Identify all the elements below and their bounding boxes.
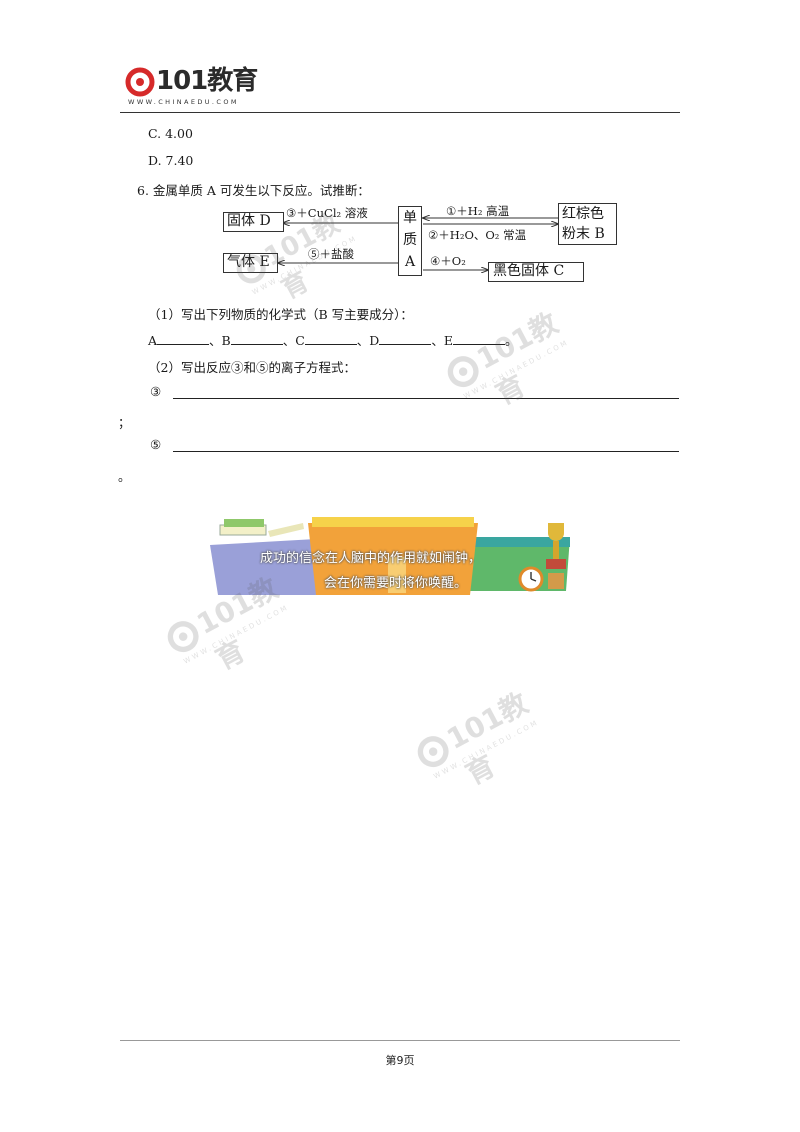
header-logo: 101教育 WWW.CHINAEDU.COM	[120, 58, 260, 110]
part2-prompt: （2）写出反应③和⑤的离子方程式：	[148, 360, 356, 375]
reaction-1-label: ①＋H₂ 高温	[446, 204, 510, 218]
reaction-arrows	[220, 203, 620, 287]
banner-line-1: 成功的信念在人脑中的作用就如闹钟，	[260, 551, 482, 566]
mark-5: ⑤	[150, 437, 162, 452]
box-black-c: 黑色固体 C	[488, 262, 584, 282]
label-d: 、D	[356, 333, 380, 348]
motivation-banner: 成功的信念在人脑中的作用就如闹钟， 会在你需要时将你唤醒。	[208, 515, 578, 597]
watermark-ring-icon	[417, 736, 449, 768]
watermark-ring-icon	[447, 356, 479, 388]
answer-line-3[interactable]	[173, 398, 679, 399]
reaction-5-label: ⑤＋盐酸	[308, 247, 354, 261]
question-title: 6. 金属单质 A 可发生以下反应。试推断：	[137, 183, 370, 198]
option-c: C. 4.00	[148, 126, 193, 141]
box-metal-a-char-3: A	[404, 254, 416, 270]
watermark-3: 101教育 WWW.CHINAEDU.COM	[157, 554, 322, 686]
blank-c[interactable]	[304, 332, 357, 345]
page-number: 第9页	[385, 1054, 415, 1067]
box-gas-e: 气体 E	[223, 253, 278, 273]
reaction-4-label: ④＋O₂	[430, 254, 466, 268]
reaction-diagram: 固体 D 气体 E 单 质 A 红棕色 粉末 B 黑色固体 C ③＋CuCl₂ …	[220, 203, 620, 287]
logo-text: 101教育	[156, 66, 258, 96]
box-solid-d: 固体 D	[223, 212, 284, 232]
end-period: 。	[118, 469, 131, 484]
watermark-text: 101教育	[441, 686, 534, 792]
watermark-2: 101教育 WWW.CHINAEDU.COM	[437, 289, 602, 421]
blank-a[interactable]	[157, 332, 210, 345]
banner-illustration	[210, 517, 570, 595]
watermark-text: 101教育	[471, 306, 564, 412]
box-red-b-line1: 红棕色	[562, 206, 604, 222]
part1-prompt: （1）写出下列物质的化学式（B 写主要成分）：	[148, 307, 413, 322]
reaction-3-label: ③＋CuCl₂ 溶液	[286, 206, 368, 220]
watermark-ring-icon	[236, 254, 266, 284]
label-end: 。	[504, 333, 518, 348]
label-e: 、E	[431, 333, 453, 348]
watermark-4: 101教育 WWW.CHINAEDU.COM	[407, 669, 572, 801]
watermark-ring-icon	[167, 621, 199, 653]
reaction-2-label: ②＋H₂O、O₂ 常温	[428, 228, 527, 242]
box-metal-a: 单 质 A	[398, 206, 422, 276]
blank-e[interactable]	[452, 332, 505, 345]
label-b: 、B	[209, 333, 231, 348]
label-c: 、C	[282, 333, 305, 348]
semicolon: ；	[118, 415, 131, 430]
answer-line-5[interactable]	[173, 451, 679, 452]
watermark-1: 101教育 WWW.CHINAEDU.COM	[227, 191, 383, 319]
box-red-b: 红棕色 粉末 B	[558, 203, 617, 245]
option-d: D. 7.40	[148, 153, 194, 168]
logo-ring-icon	[125, 67, 155, 97]
banner-line-2: 会在你需要时将你唤醒。	[324, 576, 468, 591]
box-metal-a-char-2: 质	[403, 232, 417, 248]
label-a: A	[148, 333, 158, 348]
box-red-b-line2: 粉末 B	[562, 226, 605, 242]
mark-3: ③	[150, 384, 162, 399]
box-metal-a-char-1: 单	[403, 210, 417, 226]
header-rule	[120, 112, 680, 113]
part1-blanks: A 、B 、C 、D 、E 。	[148, 330, 517, 349]
footer-rule	[120, 1040, 680, 1041]
logo-subtitle: WWW.CHINAEDU.COM	[128, 98, 239, 106]
blank-b[interactable]	[230, 332, 283, 345]
blank-d[interactable]	[379, 332, 432, 345]
